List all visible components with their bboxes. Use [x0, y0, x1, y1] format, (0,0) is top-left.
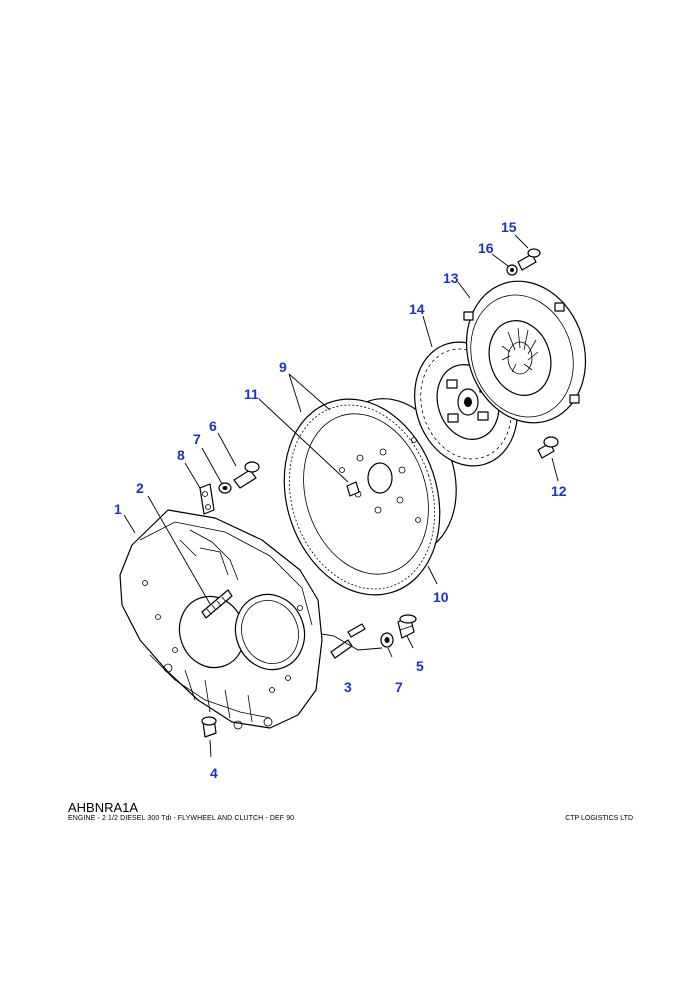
copyright: CTP LOGISTICS LTD: [565, 815, 633, 822]
washer-pressure-plate: [506, 264, 518, 276]
callout-14: 14: [409, 301, 425, 317]
callout-10: 10: [433, 589, 449, 605]
callout-15: 15: [501, 219, 517, 235]
bracket: [199, 483, 215, 515]
callout-16: 16: [478, 240, 494, 256]
bolt-pressure-plate: [517, 248, 541, 271]
bolt-lower: [201, 716, 217, 738]
adaptor-plate: [119, 509, 323, 730]
leader-lines: [123, 234, 559, 758]
callout-2: 2: [136, 480, 144, 496]
callout-7a: 7: [193, 431, 201, 447]
callouts: 1 2 3 4 5 6 7 7 8 9 10 11 12 13 14 15 16: [114, 219, 567, 781]
callout-8: 8: [177, 447, 185, 463]
bolt-upper: [233, 461, 260, 489]
callout-11: 11: [244, 386, 259, 402]
callout-5: 5: [416, 658, 424, 674]
drawing-id: AHBNRA1A: [68, 800, 139, 815]
callout-9: 9: [279, 359, 287, 375]
studs-pair: [330, 623, 366, 659]
callout-12: 12: [551, 483, 567, 499]
dowel: [346, 481, 360, 497]
stud-long: [201, 589, 233, 619]
washer-upper: [218, 482, 232, 494]
pressure-plate: [463, 280, 587, 424]
callout-1: 1: [114, 501, 122, 517]
flywheel: [283, 398, 457, 596]
callout-3: 3: [344, 679, 352, 695]
washer-lower: [380, 632, 394, 648]
bolt-clutch: [537, 436, 559, 459]
callout-4: 4: [210, 765, 218, 781]
callout-6: 6: [209, 418, 217, 434]
callout-13: 13: [443, 270, 459, 286]
bolt-flywheel-housing: [397, 614, 417, 639]
callout-7b: 7: [395, 679, 403, 695]
diagram-caption: ENGINE - 2 1/2 DIESEL 300 Tdi - FLYWHEEL…: [68, 815, 295, 822]
